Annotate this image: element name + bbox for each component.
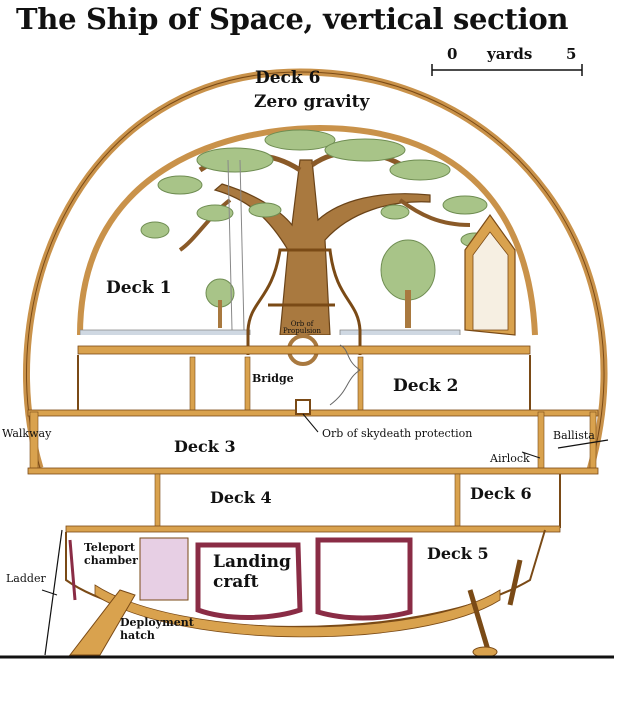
diagram-title: The Ship of Space, vertical section bbox=[16, 2, 569, 36]
label-landing-craft: Landing craft bbox=[213, 552, 291, 592]
scale-unit: yards bbox=[487, 45, 533, 63]
scale-end: 5 bbox=[566, 45, 577, 63]
label-bridge: Bridge bbox=[252, 372, 294, 385]
label-teleport-chamber: Teleport chamber bbox=[84, 541, 138, 567]
label-deck3: Deck 3 bbox=[174, 437, 236, 456]
label-deck6-top: Deck 6 bbox=[255, 68, 321, 88]
garden-trees bbox=[80, 129, 490, 335]
scale-bar bbox=[431, 64, 583, 76]
label-zero-gravity: Zero gravity bbox=[254, 92, 370, 112]
landing-craft-left bbox=[195, 542, 303, 620]
garden-dome bbox=[77, 124, 538, 336]
label-airlock: Airlock bbox=[490, 452, 530, 465]
label-deployment-hatch: Deployment hatch bbox=[120, 616, 194, 642]
label-deck4: Deck 4 bbox=[210, 488, 272, 507]
label-ballista: Ballista bbox=[553, 429, 595, 442]
scale-start: 0 bbox=[447, 45, 458, 63]
label-orb-of-propulsion: Orb of Propulsion bbox=[282, 320, 322, 335]
teleport-chamber bbox=[139, 537, 189, 601]
label-deck5: Deck 5 bbox=[427, 544, 489, 563]
label-deck1: Deck 1 bbox=[106, 278, 172, 298]
label-deck2: Deck 2 bbox=[393, 376, 459, 396]
label-ladder: Ladder bbox=[6, 572, 46, 585]
label-orb-skydeath: Orb of skydeath protection bbox=[322, 427, 473, 440]
landing-craft-right bbox=[315, 537, 413, 621]
label-deck6-lower: Deck 6 bbox=[470, 484, 532, 503]
label-walkway: Walkway bbox=[2, 427, 52, 440]
